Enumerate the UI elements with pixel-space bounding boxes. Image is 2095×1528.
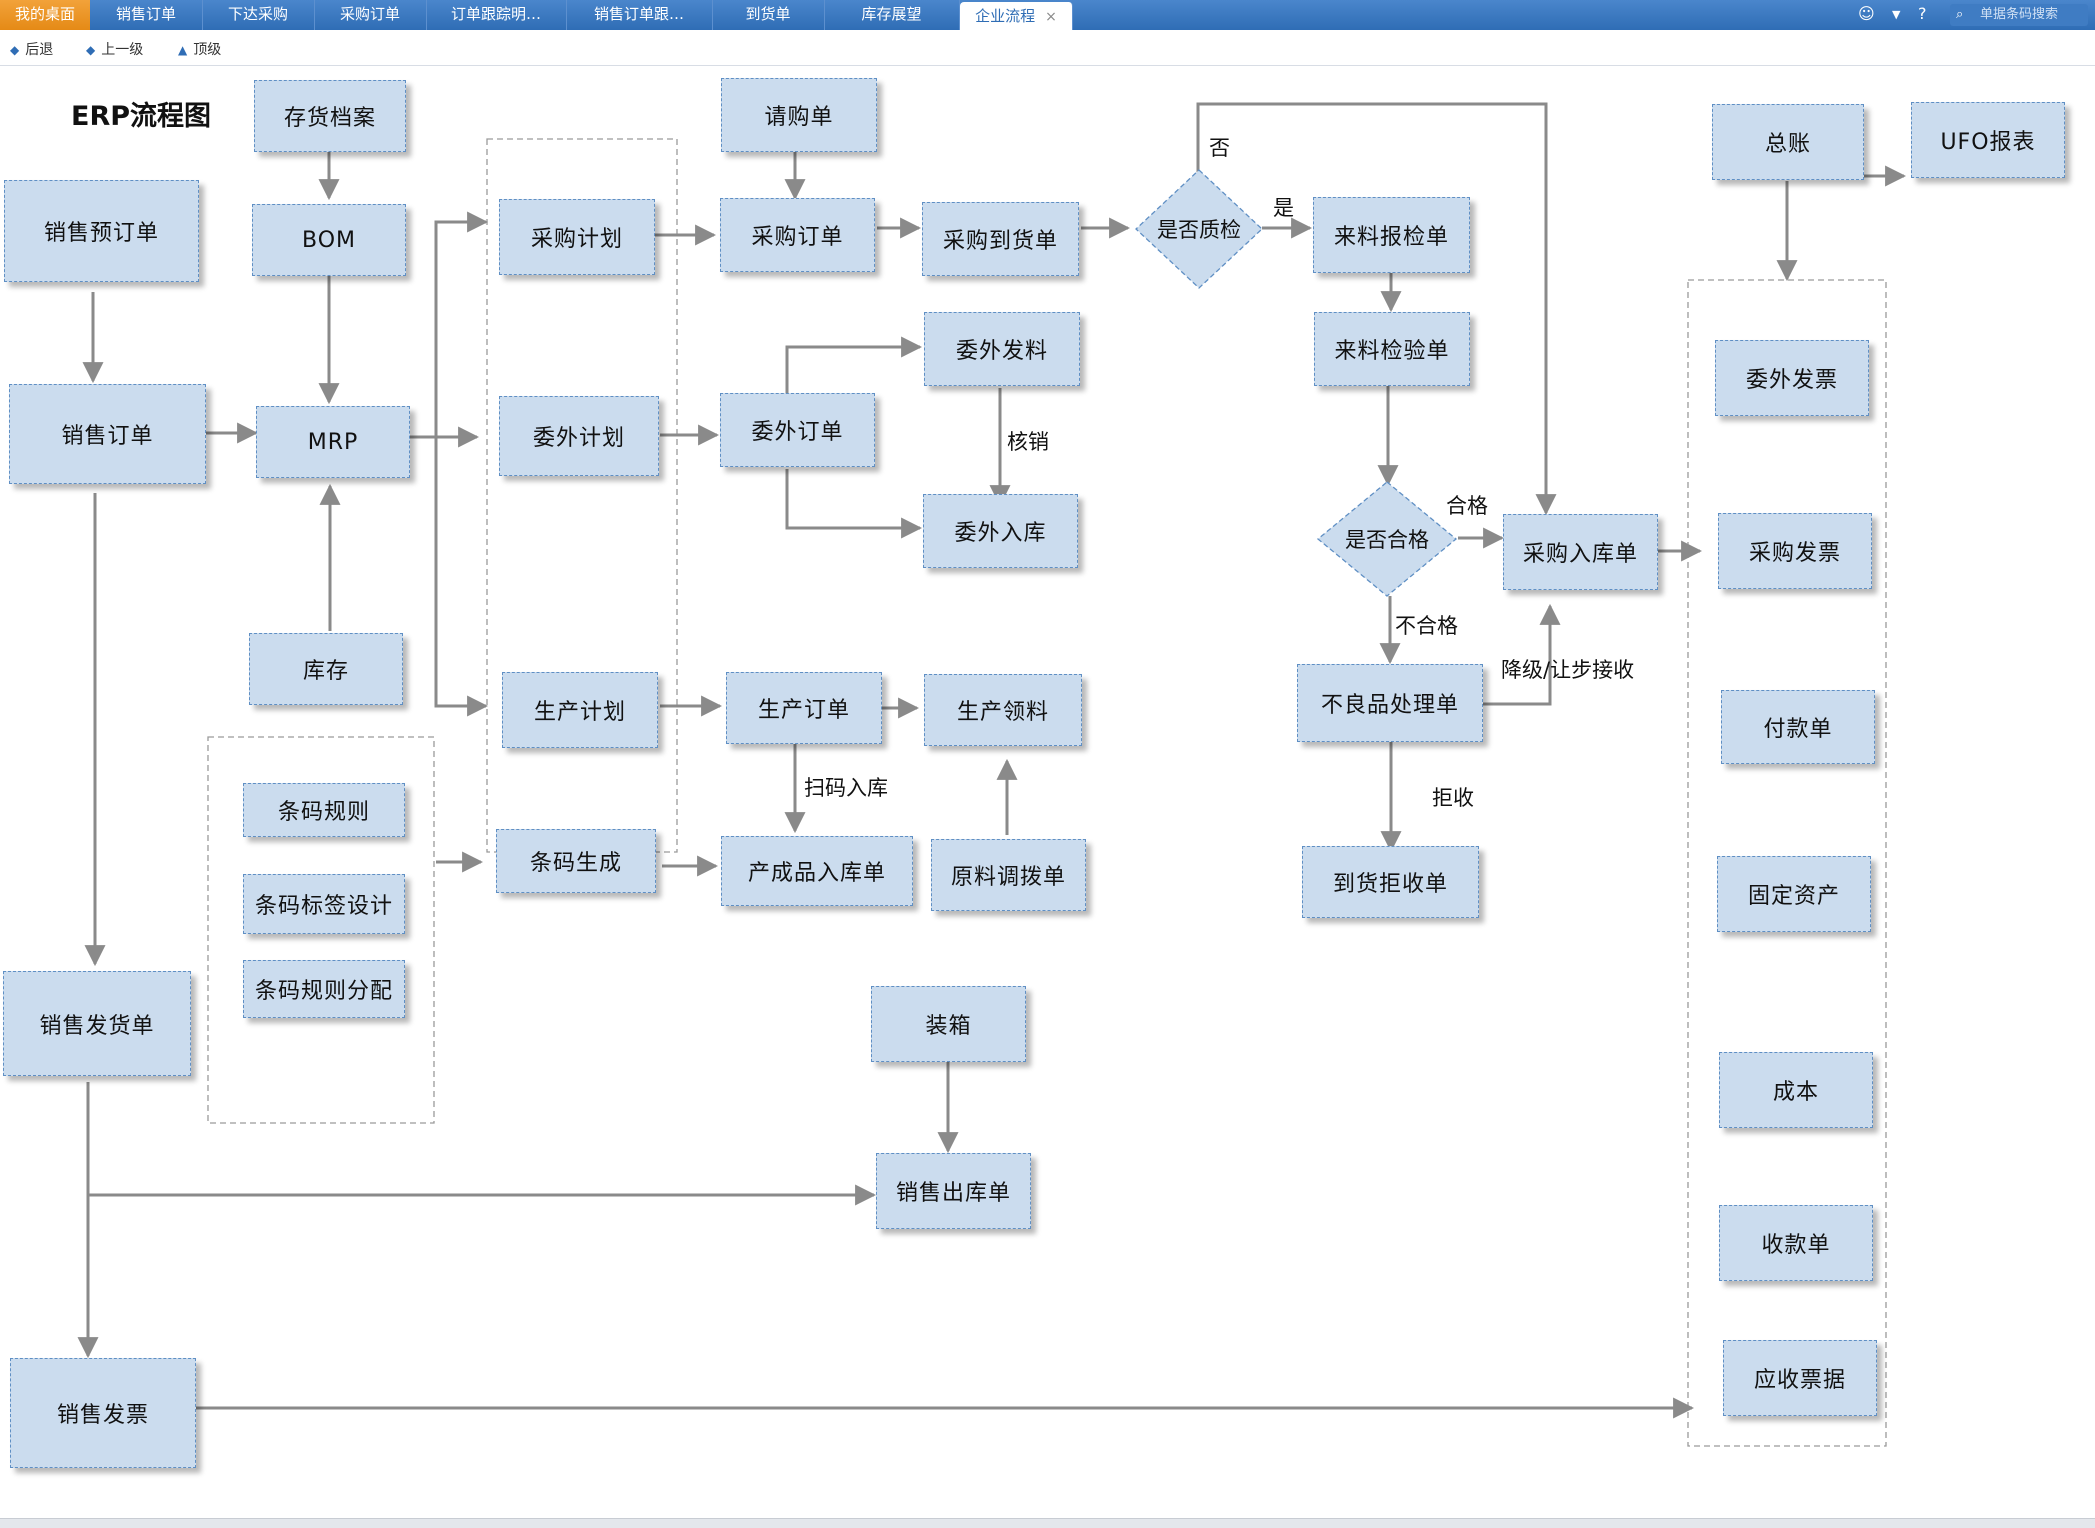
up-arrow-icon: ◆: [86, 43, 96, 57]
tab-order-tracking-detail[interactable]: 订单跟踪明…: [426, 0, 567, 30]
plan-group-frame: [486, 138, 678, 853]
flow-diagram: ERP流程图 销售预订单 销售订单 销售发货单 销售发票 存货档案 BOM MR…: [0, 66, 2095, 1518]
help-icon[interactable]: ?: [1918, 4, 1927, 23]
cost-node[interactable]: 成本: [1719, 1052, 1873, 1128]
outsource-invoice-node[interactable]: 委外发票: [1715, 340, 1869, 416]
production-picking-node[interactable]: 生产领料: [924, 674, 1082, 746]
edge-label-verify: 核销: [1007, 430, 1049, 454]
barcode-group-frame: [207, 736, 435, 1124]
purchase-order-node[interactable]: 采购订单: [720, 198, 875, 272]
edge-label-yes: 是: [1273, 196, 1294, 220]
bom-node[interactable]: BOM: [252, 204, 406, 276]
defect-handling-node[interactable]: 不良品处理单: [1297, 664, 1483, 742]
tab-arrival-note[interactable]: 到货单: [712, 0, 825, 30]
pass-decision-label: 是否合格: [1345, 528, 1429, 552]
outsource-issue-node[interactable]: 委外发料: [924, 312, 1080, 386]
payment-node[interactable]: 付款单: [1721, 690, 1875, 764]
edge-label-unqualified: 不合格: [1395, 614, 1458, 638]
up-level-label: 上一级: [101, 42, 144, 58]
search-icon: ⌕: [1956, 7, 1964, 22]
mrp-node[interactable]: MRP: [256, 406, 410, 478]
barcode-label-design-node[interactable]: 条码标签设计: [243, 874, 405, 934]
dropdown-icon[interactable]: ▼: [1892, 8, 1901, 21]
incoming-inspection-node[interactable]: 来料检验单: [1314, 312, 1470, 386]
purchase-plan-node[interactable]: 采购计划: [499, 199, 655, 275]
material-transfer-node[interactable]: 原料调拨单: [931, 839, 1086, 911]
qc-decision-shape: [1135, 169, 1263, 289]
search-input[interactable]: ⌕ 单据条码搜索: [1950, 4, 2088, 26]
search-placeholder: 单据条码搜索: [1980, 7, 2059, 22]
tab-enterprise-process-label: 企业流程: [975, 7, 1036, 25]
tab-my-desktop[interactable]: 我的桌面: [0, 0, 90, 30]
status-bar: [0, 1518, 2095, 1528]
outsource-plan-node[interactable]: 委外计划: [499, 396, 659, 476]
stock-node[interactable]: 库存: [249, 633, 403, 705]
arrival-rejection-node[interactable]: 到货拒收单: [1302, 846, 1479, 918]
sales-outbound-node[interactable]: 销售出库单: [876, 1153, 1031, 1229]
receivable-notes-node[interactable]: 应收票据: [1723, 1340, 1877, 1416]
back-label: 后退: [25, 42, 54, 58]
production-plan-node[interactable]: 生产计划: [502, 672, 658, 748]
page-title: ERP流程图: [71, 101, 212, 132]
inventory-file-node[interactable]: 存货档案: [254, 80, 406, 152]
top-level-button[interactable]: ▲ 顶级: [178, 39, 221, 59]
packing-node[interactable]: 装箱: [871, 986, 1026, 1062]
purchase-request-node[interactable]: 请购单: [721, 78, 877, 152]
tab-sales-order[interactable]: 销售订单: [90, 0, 203, 30]
pass-decision-shape: [1316, 481, 1458, 597]
purchase-invoice-node[interactable]: 采购发票: [1718, 513, 1872, 589]
purchase-receipt-node[interactable]: 采购入库单: [1503, 514, 1658, 590]
qc-decision-label: 是否质检: [1157, 218, 1241, 242]
user-icon[interactable]: ☺: [1858, 4, 1875, 23]
general-ledger-node[interactable]: 总账: [1712, 104, 1864, 180]
receipt-node[interactable]: 收款单: [1719, 1205, 1873, 1281]
purchase-arrival-node[interactable]: 采购到货单: [922, 202, 1079, 276]
sales-order-node[interactable]: 销售订单: [9, 384, 206, 484]
tab-inventory-outlook[interactable]: 库存展望: [824, 0, 960, 30]
barcode-generate-node[interactable]: 条码生成: [496, 829, 656, 893]
tab-sales-order-tracking[interactable]: 销售订单跟…: [566, 0, 713, 30]
incoming-inspection-request-node[interactable]: 来料报检单: [1313, 197, 1470, 273]
tab-issue-purchase[interactable]: 下达采购: [202, 0, 315, 30]
back-arrow-icon: ◆: [10, 43, 20, 57]
sales-invoice-node[interactable]: 销售发票: [10, 1358, 196, 1468]
outsource-receipt-node[interactable]: 委外入库: [923, 494, 1078, 568]
edge-label-reject: 拒收: [1432, 786, 1474, 810]
back-button[interactable]: ◆ 后退: [10, 39, 53, 59]
production-order-node[interactable]: 生产订单: [726, 672, 882, 744]
tab-bar: 我的桌面 销售订单 下达采购 采购订单 订单跟踪明… 销售订单跟… 到货单 库存…: [0, 0, 2095, 30]
flow-connectors: [77, 102, 1907, 1447]
top-level-label: 顶级: [193, 42, 222, 58]
top-arrow-icon: ▲: [178, 43, 188, 57]
up-level-button[interactable]: ◆ 上一级: [86, 39, 143, 59]
fixed-assets-node[interactable]: 固定资产: [1717, 856, 1871, 932]
outsource-order-node[interactable]: 委外订单: [720, 393, 875, 467]
finance-group-frame: [1687, 279, 1887, 1447]
ufo-report-node[interactable]: UFO报表: [1911, 102, 2065, 178]
barcode-rule-assign-node[interactable]: 条码规则分配: [243, 960, 405, 1018]
sales-delivery-node[interactable]: 销售发货单: [3, 971, 191, 1076]
sales-preorder-node[interactable]: 销售预订单: [4, 180, 199, 282]
edge-label-qualified: 合格: [1446, 494, 1488, 518]
edge-label-downgrade-accept: 降级/让步接收: [1501, 658, 1635, 682]
finished-goods-receipt-node[interactable]: 产成品入库单: [721, 836, 913, 906]
edge-label-scan-receipt: 扫码入库: [804, 776, 888, 800]
barcode-rule-node[interactable]: 条码规则: [243, 783, 405, 837]
close-icon[interactable]: ×: [1045, 9, 1057, 25]
tab-enterprise-process[interactable]: 企业流程 ×: [960, 2, 1073, 30]
tab-purchase-order[interactable]: 采购订单: [314, 0, 427, 30]
nav-bar: ◆ 后退 ◆ 上一级 ▲ 顶级: [0, 31, 2095, 66]
edge-label-no: 否: [1209, 136, 1230, 160]
